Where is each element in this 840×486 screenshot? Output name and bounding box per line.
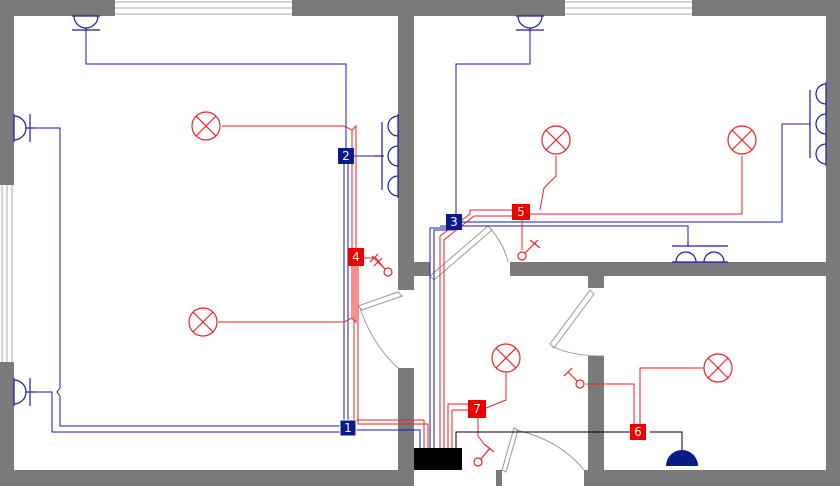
lamp-x-icon (491, 343, 521, 373)
door-room1 (357, 291, 403, 369)
socket-icon (516, 15, 544, 32)
power-wire-room1-top (85, 28, 347, 156)
wall-divider-upper (398, 0, 414, 290)
panel-icon (414, 448, 462, 470)
light-wire-4-to-panel (353, 266, 425, 448)
junction-box-2: 2 (338, 148, 354, 164)
wall-bottom-left (0, 470, 414, 486)
switch-icon (473, 443, 495, 467)
wall-left-lower (0, 362, 14, 486)
power-wire-3-to-panel (429, 227, 448, 448)
wall-divider-lower (398, 368, 414, 486)
junction-box-label: 2 (342, 149, 350, 163)
light-wire-lamp-2b (351, 266, 357, 324)
socket-icon (672, 242, 728, 263)
socket-icon (809, 82, 827, 166)
light-wire-lamp-1 (222, 125, 353, 248)
junction-box-label: 1 (344, 421, 352, 435)
doors (357, 225, 605, 473)
junction-box-5: 5 (512, 204, 530, 220)
wall-top-left (0, 0, 115, 16)
socket-icon (13, 378, 36, 406)
junction-box-label: 4 (352, 250, 360, 264)
wall-left-upper (0, 0, 14, 185)
light-wire-lamp-2 (218, 266, 353, 323)
junction-box-1: 1 (339, 419, 357, 437)
junction-box-label: 5 (517, 205, 525, 219)
junction-box-label: 3 (450, 215, 458, 229)
power-wiring (30, 28, 810, 448)
junction-box-4: 4 (348, 248, 364, 266)
sockets (13, 15, 827, 406)
light-wire-lamp-4 (530, 156, 743, 215)
wall-room2-bottom-a (414, 262, 430, 276)
wall-top-right (692, 0, 840, 16)
light-wire-lamp-3 (539, 156, 557, 211)
junction-box-label: 7 (473, 402, 481, 416)
junction-boxes: 1 2 3 4 5 6 7 (338, 148, 646, 440)
bell-wire-2 (650, 431, 683, 450)
bell-icon (666, 450, 698, 466)
light-wire-7-to-switch (477, 418, 485, 445)
switch-icon (517, 239, 541, 261)
socket-icon (72, 15, 100, 32)
wall-bottom-right (584, 470, 840, 486)
light-wire-5-to-panel (439, 209, 512, 448)
wall-room3-lower (588, 356, 604, 470)
light-wire-lamp-5 (485, 372, 507, 409)
junction-box-label: 6 (634, 425, 642, 439)
window-left (1, 185, 13, 362)
power-wire-room2-east (462, 123, 810, 223)
lamp-x-icon (541, 125, 571, 155)
power-wire-room1-left-2 (30, 391, 340, 433)
junction-box-6: 6 (630, 424, 646, 440)
bell-wire (455, 431, 630, 448)
window-top-1 (115, 1, 292, 15)
socket-icon (13, 114, 36, 142)
wall-room3-upper (588, 276, 604, 288)
junction-box-7: 7 (468, 400, 486, 418)
lamp-x-icon (191, 111, 221, 141)
socket-icon (374, 114, 399, 198)
light-wire-7-to-panel-2 (451, 409, 468, 448)
switch-icon (369, 253, 393, 277)
light-wire-6-switch (586, 383, 635, 424)
power-wire-room2-top (455, 30, 531, 214)
power-wire-room2-right (440, 225, 689, 244)
light-wire-4-to-panel-2 (357, 266, 429, 448)
wall-room2-bottom-b (510, 262, 826, 276)
lamps (188, 111, 757, 383)
light-wire-lamp-6 (639, 367, 704, 424)
lamp-x-icon (188, 307, 218, 337)
power-wire-1-to-panel (356, 429, 421, 448)
windows (1, 1, 692, 362)
lamp-x-icon (727, 125, 757, 155)
wall-bottom-stub (496, 470, 502, 486)
light-wire-7-to-panel (447, 403, 468, 448)
wall-right (826, 0, 840, 486)
window-top-2 (565, 1, 692, 15)
junction-box-3: 3 (446, 214, 462, 230)
wall-top-mid (292, 0, 565, 16)
switches (369, 239, 585, 467)
door-room3 (549, 289, 605, 357)
door-room2 (429, 225, 509, 281)
door-entrance (501, 427, 585, 473)
lighting-wiring (218, 124, 743, 448)
light-wire-lamp-1b (351, 124, 357, 250)
lamp-x-icon (703, 353, 733, 383)
switch-icon (563, 367, 585, 389)
power-wire-room1-left (36, 127, 340, 427)
